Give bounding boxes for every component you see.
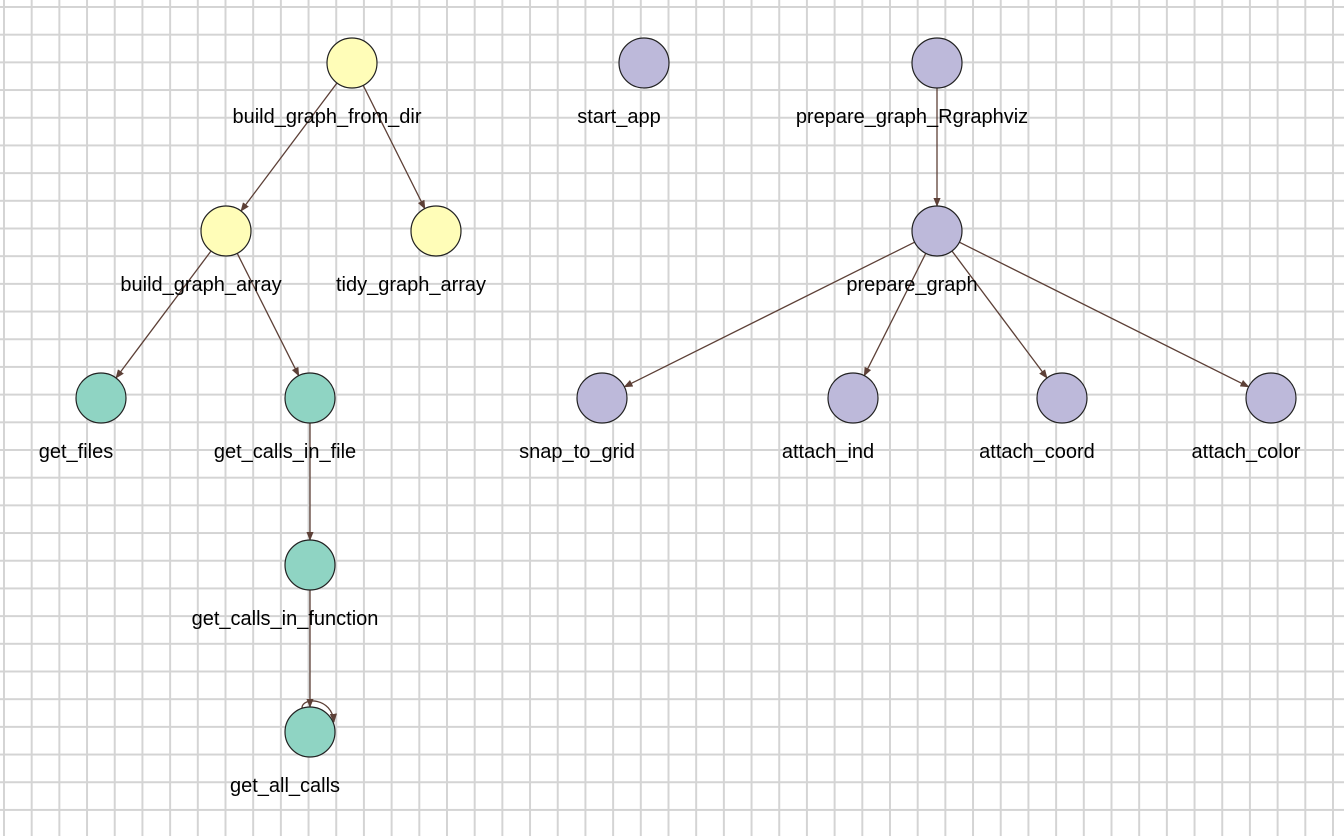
node-get_calls_in_file[interactable]: get_calls_in_file <box>214 372 356 463</box>
edge-build_graph_from_dir-to-tidy_graph_array <box>362 85 426 210</box>
edge-build_graph_array-to-get_files <box>115 250 212 379</box>
node-circle[interactable] <box>200 205 252 257</box>
node-circle[interactable] <box>911 37 963 89</box>
node-start_app[interactable]: start_app <box>577 37 670 128</box>
edge-prepare_graph-to-snap_to_grid <box>623 241 915 388</box>
edge-prepare_graph-to-attach_color <box>959 241 1250 388</box>
node-circle[interactable] <box>1036 372 1088 424</box>
node-snap_to_grid[interactable]: snap_to_grid <box>519 372 635 463</box>
node-attach_color[interactable]: attach_color <box>1192 372 1301 463</box>
node-label: prepare_graph_Rgraphviz <box>796 106 1028 128</box>
node-get_calls_in_function[interactable]: get_calls_in_function <box>192 539 379 630</box>
node-label: start_app <box>577 106 660 128</box>
node-circle[interactable] <box>410 205 462 257</box>
node-circle[interactable] <box>911 205 963 257</box>
edge-get_all_calls-to-get_all_calls <box>301 700 337 723</box>
node-attach_coord[interactable]: attach_coord <box>979 372 1095 463</box>
node-label: attach_coord <box>979 441 1095 463</box>
node-tidy_graph_array[interactable]: tidy_graph_array <box>336 205 486 296</box>
node-label: attach_ind <box>782 441 874 463</box>
node-get_files[interactable]: get_files <box>39 372 127 463</box>
node-build_graph_array[interactable]: build_graph_array <box>120 205 282 296</box>
node-label: get_all_calls <box>230 775 340 797</box>
node-circle[interactable] <box>1245 372 1297 424</box>
node-build_graph_from_dir[interactable]: build_graph_from_dir <box>232 37 422 128</box>
edges-layer <box>115 82 1250 723</box>
node-label: get_calls_in_file <box>214 441 356 463</box>
node-circle[interactable] <box>284 372 336 424</box>
node-get_all_calls[interactable]: get_all_calls <box>230 706 340 797</box>
node-label: prepare_graph <box>846 274 977 296</box>
node-circle[interactable] <box>284 539 336 591</box>
nodes-layer: build_graph_from_dir build_graph_array tid… <box>39 37 1301 797</box>
node-prepare_graph_Rgraphviz[interactable]: prepare_graph_Rgraphviz <box>796 37 1028 128</box>
edge-prepare_graph-to-attach_coord <box>951 250 1048 379</box>
node-circle[interactable] <box>827 372 879 424</box>
node-circle[interactable] <box>284 706 336 758</box>
node-circle[interactable] <box>618 37 670 89</box>
node-label: get_calls_in_function <box>192 608 379 630</box>
edge-prepare_graph-to-attach_ind <box>863 253 927 377</box>
node-circle[interactable] <box>576 372 628 424</box>
node-label: tidy_graph_array <box>336 274 486 296</box>
node-label: build_graph_array <box>120 274 281 296</box>
node-label: snap_to_grid <box>519 441 635 463</box>
node-label: get_files <box>39 441 114 463</box>
edge-build_graph_from_dir-to-build_graph_array <box>240 82 338 212</box>
node-prepare_graph[interactable]: prepare_graph <box>846 205 978 296</box>
node-label: attach_color <box>1192 441 1301 463</box>
edge-build_graph_array-to-get_calls_in_file <box>236 253 300 377</box>
node-circle[interactable] <box>326 37 378 89</box>
node-label: build_graph_from_dir <box>232 106 421 128</box>
node-attach_ind[interactable]: attach_ind <box>782 372 879 463</box>
node-circle[interactable] <box>75 372 127 424</box>
